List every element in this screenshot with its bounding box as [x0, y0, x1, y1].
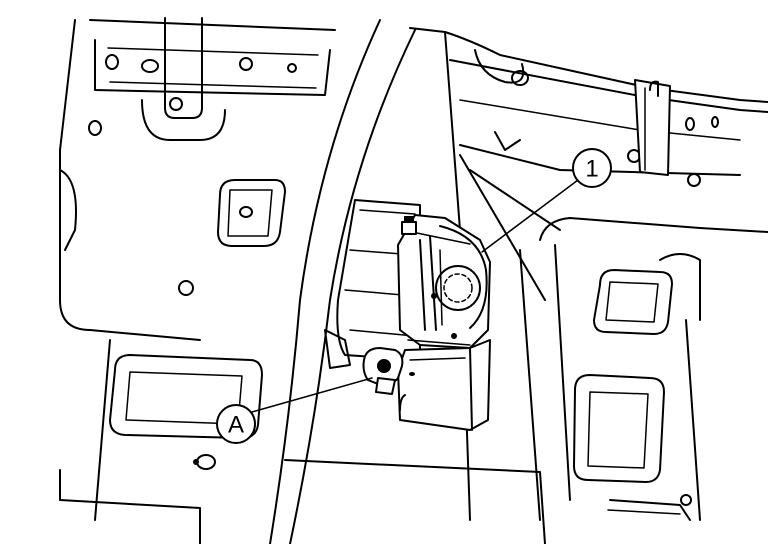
diagonal-brace	[459, 154, 561, 301]
stud-bolt	[362, 347, 404, 395]
frame-post	[141, 17, 226, 141]
callout-a-label: A	[228, 412, 244, 439]
callout-1-circle	[572, 148, 612, 188]
callout-1: 1	[481, 148, 612, 253]
connector-block	[397, 339, 491, 431]
callout-a-circle	[216, 404, 256, 444]
left-slot	[178, 179, 286, 296]
callout-a: A	[216, 377, 373, 444]
left-panel	[59, 19, 201, 521]
lower-stud	[193, 454, 216, 470]
upper-bracket	[634, 79, 671, 176]
upper-frame-rail	[88, 19, 336, 136]
actuator-assembly	[397, 214, 491, 349]
right-panel	[519, 217, 768, 521]
callout-1-label: 1	[585, 156, 598, 183]
bottom-panel-edge	[59, 459, 546, 544]
